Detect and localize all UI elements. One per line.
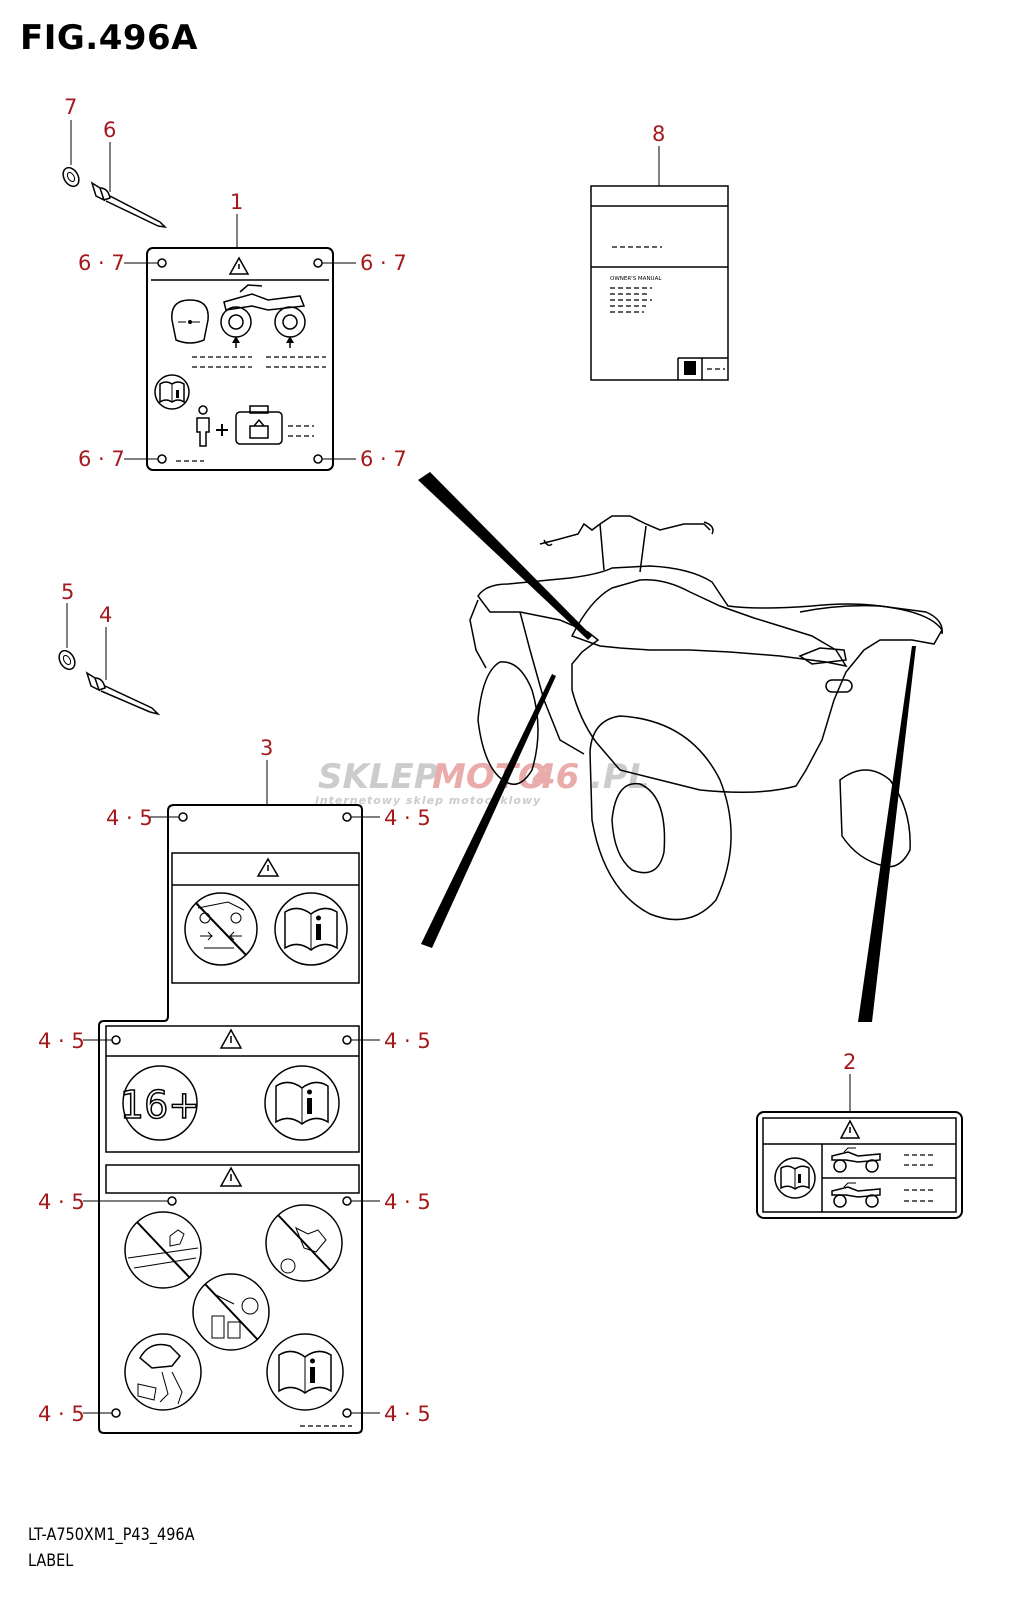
manual-icon (774, 1157, 816, 1199)
callout-6-7: 6 · 7 (360, 251, 407, 275)
manual-heading: OWNER'S MANUAL (610, 276, 662, 282)
callout-4-5: 4 · 5 (384, 806, 431, 830)
washer-5-icon (58, 649, 76, 671)
rivet-hole-icon (342, 1035, 352, 1045)
rivet-hole-icon (111, 1035, 121, 1045)
callout-6-7: 6 · 7 (360, 447, 407, 471)
manual-icon (154, 374, 190, 410)
rivet-hole-icon (167, 1196, 177, 1206)
rivet-hole-icon (342, 1196, 352, 1206)
callout-4-5: 4 · 5 (38, 1402, 85, 1426)
callout-4-5: 4 · 5 (38, 1190, 85, 1214)
callout-6-7: 6 · 7 (78, 447, 125, 471)
rivet-hole-icon (157, 454, 167, 464)
pointer-wedge (418, 472, 592, 640)
callout-4-5: 4 · 5 (384, 1402, 431, 1426)
callout-4: 4 (99, 603, 112, 627)
rivet-hole-icon (342, 812, 352, 822)
pointer-wedge (858, 646, 916, 1022)
age-limit-icon: 16+ (119, 1065, 201, 1141)
warning-triangle-icon (219, 1028, 243, 1049)
warning-triangle-icon (839, 1119, 861, 1139)
callout-3: 3 (260, 736, 273, 760)
rivet-4-icon (85, 671, 161, 716)
rivet-hole-icon (111, 1408, 121, 1418)
manual-icon (266, 1333, 344, 1411)
helmet-gear-icon (124, 1333, 202, 1411)
suzuki-logo-icon (684, 361, 696, 375)
rivet-hole-icon (313, 258, 323, 268)
warning-triangle-icon (228, 256, 250, 275)
figure-caption: LABEL (28, 1551, 74, 1571)
callout-7: 7 (64, 95, 77, 119)
watermark-brand-a: SKLEP (318, 757, 439, 797)
warning-triangle-icon (256, 857, 280, 877)
watermark-tagline: internetowy sklep motocyklowy (315, 794, 541, 807)
no-passenger-icon (184, 892, 258, 966)
atv-outline-icon (469, 515, 943, 921)
atv-icon (831, 1182, 881, 1208)
rivet-hole-icon (178, 812, 188, 822)
label-part-2 (756, 1111, 963, 1219)
rivet-hole-icon (313, 454, 323, 464)
age-limit-text: 16+ (120, 1083, 200, 1127)
person-first-aid-icon (196, 405, 283, 447)
figure-code: LT-A750XM1_P43_496A (28, 1525, 195, 1545)
watermark: SKLEP MOTO 46 .PL internetowy sklep moto… (315, 757, 650, 807)
callout-1: 1 (230, 190, 243, 214)
owners-manual-part-8: OWNER'S MANUAL (590, 185, 729, 381)
callout-4-5: 4 · 5 (38, 1029, 85, 1053)
manual-icon (264, 1065, 340, 1141)
rivet-hole-icon (157, 258, 167, 268)
rivet-hole-icon (342, 1408, 352, 1418)
atv-icon (831, 1147, 881, 1173)
watermark-brand-d: .PL (590, 757, 650, 797)
washer-7-icon (62, 166, 80, 188)
warning-triangle-icon (219, 1166, 243, 1187)
callout-4-5: 4 · 5 (106, 806, 153, 830)
callout-2: 2 (843, 1050, 856, 1074)
rivet-6-icon (90, 181, 168, 229)
watermark-brand-c: 46 (531, 757, 579, 797)
label-part-3: 16+ (98, 804, 363, 1434)
callout-4-5: 4 · 5 (384, 1190, 431, 1214)
manual-icon (274, 892, 348, 966)
callout-6: 6 (103, 118, 116, 142)
no-alcohol-icon (192, 1273, 270, 1351)
callout-8: 8 (652, 122, 665, 146)
no-stunt-icon (265, 1204, 343, 1282)
no-paved-road-icon (124, 1211, 202, 1289)
figure-title: FIG.496A (20, 18, 198, 58)
callout-4-5: 4 · 5 (384, 1029, 431, 1053)
pointer-wedge (421, 674, 556, 948)
atv-icon (220, 284, 306, 348)
label-part-1 (146, 247, 334, 471)
callout-5: 5 (61, 580, 74, 604)
tire-pressure-icon (171, 299, 209, 344)
callout-6-7: 6 · 7 (78, 251, 125, 275)
